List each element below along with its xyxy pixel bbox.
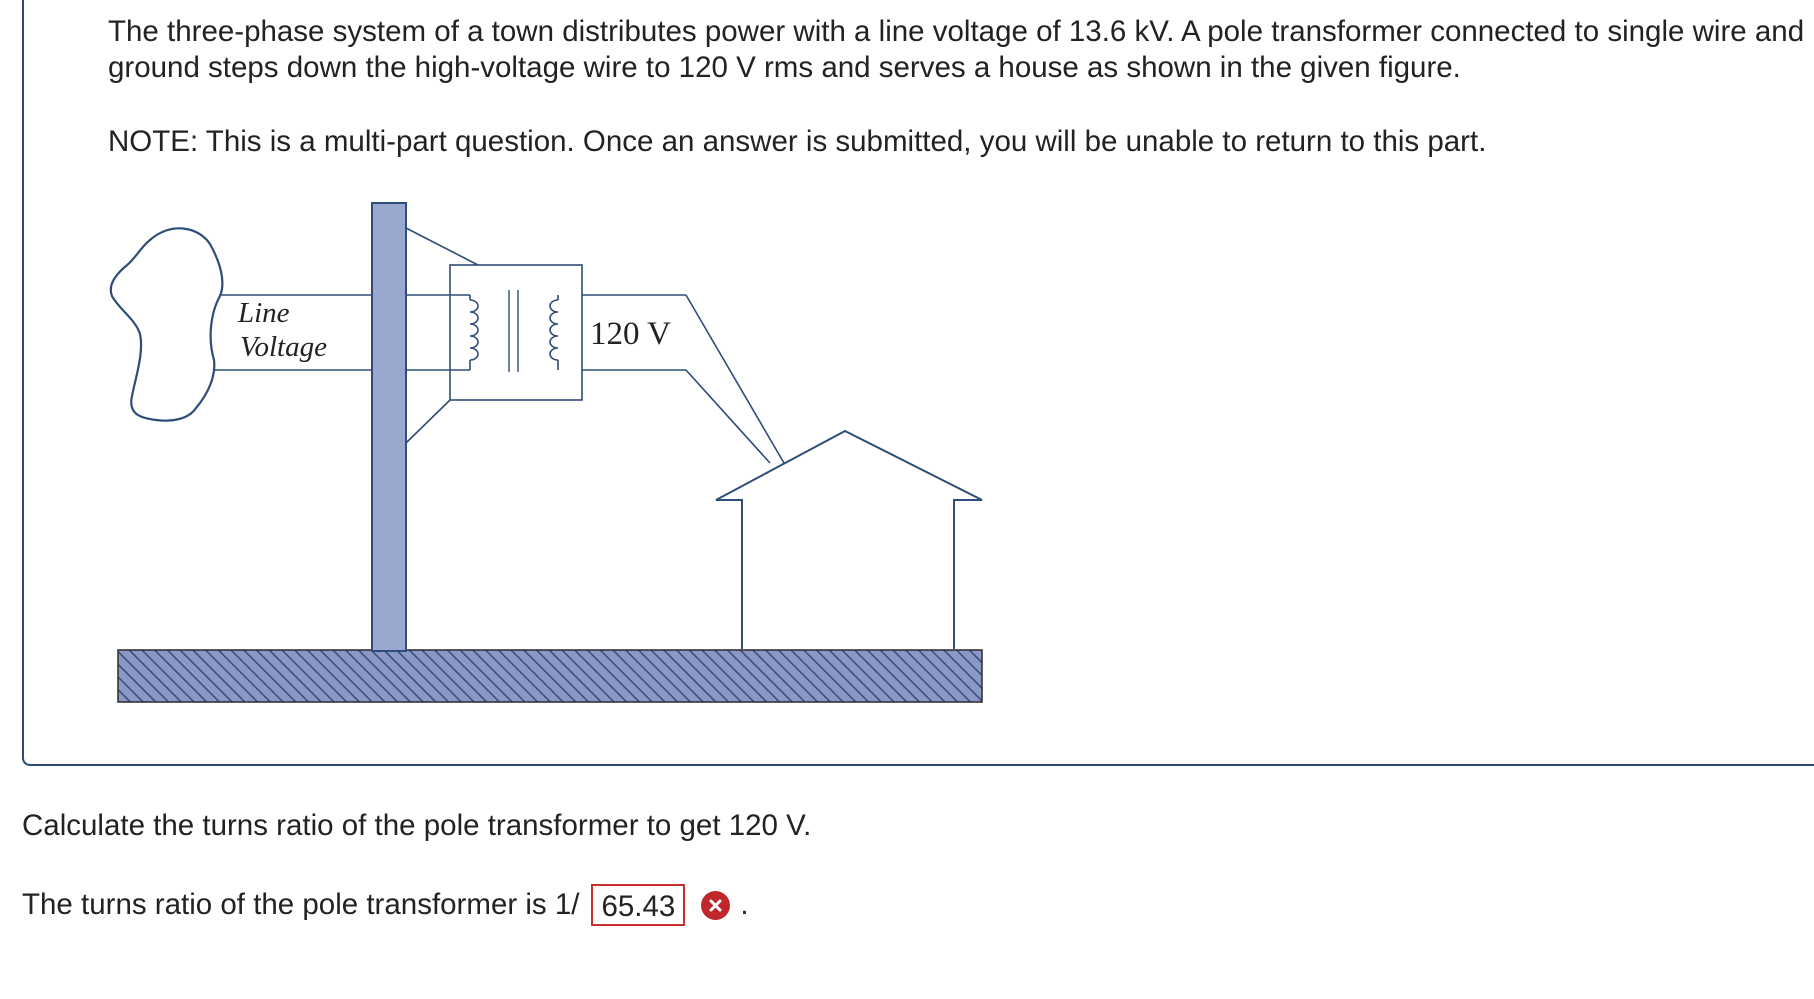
part-question: Calculate the turns ratio of the pole tr… [22,809,812,842]
problem-note: NOTE: This is a multi-part question. Onc… [108,125,1487,158]
secondary-coil [549,295,559,370]
answer-suffix: . [740,888,749,921]
line-voltage-source-cloud [109,227,224,422]
transformer-box [449,264,583,401]
utility-pole [371,202,407,652]
primary-coil [469,295,479,370]
house [715,429,983,649]
secondary-voltage-label: 120 V [590,316,671,352]
line-label-1: Line [237,297,290,329]
problem-statement: The three-phase system of a town distrib… [108,15,1805,84]
answer-input[interactable]: 65.43 [591,884,686,926]
question-panel [22,0,1814,766]
incorrect-icon [701,890,731,920]
pole-transformer-figure: Line Voltage 120 V [109,202,983,703]
answer-prefix: The turns ratio of the pole transformer … [22,888,580,921]
ground [117,649,983,703]
line-label-2: Voltage [240,331,327,363]
answer-line: The turns ratio of the pole transformer … [22,884,749,926]
